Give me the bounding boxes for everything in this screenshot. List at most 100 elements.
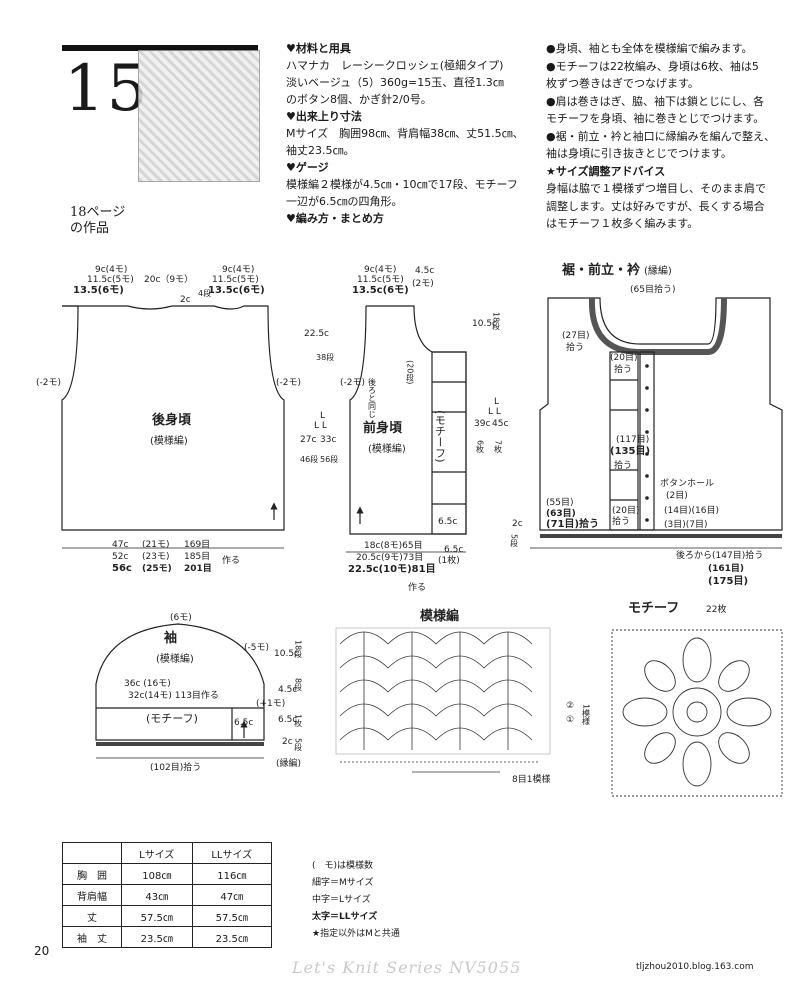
motif-chart: [611, 629, 783, 797]
svg-text:(14目)(16目): (14目)(16目): [664, 505, 719, 516]
svg-text:(6モ): (6モ): [170, 613, 192, 623]
svg-text:45c: 45c: [492, 419, 508, 429]
svg-text:169目: 169目: [184, 539, 210, 550]
svg-text:185目: 185目: [184, 551, 210, 562]
svg-text:(175目): (175目): [708, 575, 748, 587]
svg-text:(71目)拾う: (71目)拾う: [546, 517, 599, 530]
pattern-number: 15: [64, 52, 150, 126]
photo-caption: 18ページ の作品: [70, 205, 126, 236]
svg-text:18c(8モ)65目: 18c(8モ)65目: [364, 540, 423, 551]
svg-text:裾・前立・衿: 裾・前立・衿: [562, 262, 640, 278]
svg-text:46段: 46段: [300, 454, 318, 464]
svg-text:(縁編): (縁編): [276, 757, 301, 769]
svg-text:8段: 8段: [294, 678, 303, 692]
svg-text:20c（9モ）: 20c（9モ）: [144, 274, 193, 285]
svg-text:模様編: 模様編: [420, 608, 459, 624]
svg-text:L L: L L: [488, 407, 501, 417]
svg-text:L: L: [494, 397, 499, 407]
svg-text:2c: 2c: [180, 295, 191, 305]
svg-text:(2モ): (2モ): [412, 279, 434, 289]
svg-text:(模様編): (模様編): [156, 652, 194, 665]
svg-text:(20目): (20目): [612, 505, 639, 516]
legend: ( モ)は模様数 細字＝Mサイズ 中字＝Lサイズ 太字＝LLサイズ ★指定以外は…: [312, 861, 400, 939]
svg-text:38段: 38段: [316, 352, 334, 362]
svg-text:39c: 39c: [474, 419, 490, 429]
svg-text:36c (16モ): 36c (16モ): [124, 679, 171, 689]
svg-text:13.5c(6モ): 13.5c(6モ): [208, 285, 265, 296]
svg-text:22.5c: 22.5c: [304, 329, 329, 339]
svg-text:(135目): (135目): [610, 445, 650, 457]
table-header-cell: [62, 842, 122, 864]
svg-text:(-2モ): (-2モ): [276, 378, 301, 388]
front-body-diagram: [346, 305, 467, 553]
motif-labels: モチーフ 22枚: [628, 601, 726, 616]
table-header-row: Lサイズ LLサイズ: [62, 842, 273, 864]
svg-text:(102目)拾う: (102目)拾う: [150, 761, 201, 773]
svg-text:(-2モ): (-2モ): [36, 378, 61, 388]
svg-text:10.5c: 10.5c: [274, 649, 299, 659]
table-header-cell: Lサイズ: [121, 842, 193, 864]
svg-text:9c(4モ): 9c(4モ): [364, 265, 396, 275]
back-labels: 9c(4モ) 11.5c(5モ) 13.5(6モ) 20c（9モ） 9c(4モ)…: [36, 265, 338, 574]
sleeve-labels: (6モ) 袖 (模様編) (-5モ) 36c (16モ) 32c(14モ) 11…: [124, 613, 303, 773]
svg-text:27c: 27c: [300, 435, 316, 445]
stitch-labels: 模様編 8目1模様 ② ① 1模様: [420, 608, 591, 785]
svg-text:(モチーフ): (モチーフ): [434, 410, 447, 463]
svg-text:袖: 袖: [164, 630, 177, 646]
svg-text:作る: 作る: [222, 554, 240, 566]
svg-text:11.5c(5モ): 11.5c(5モ): [87, 275, 134, 285]
svg-text:56段: 56段: [320, 454, 338, 464]
svg-text:52c: 52c: [112, 552, 128, 562]
svg-text:2c: 2c: [512, 519, 523, 529]
svg-text:47c: 47c: [112, 540, 128, 550]
svg-text:1枚: 1枚: [294, 714, 303, 728]
svg-text:拾う: 拾う: [566, 341, 584, 353]
svg-text:6.5c: 6.5c: [278, 715, 297, 725]
svg-text:(20段): (20段): [406, 360, 415, 384]
svg-text:後身頃: 後身頃: [152, 412, 192, 428]
svg-text:拾う: 拾う: [612, 515, 630, 527]
svg-text:(縁編): (縁編): [644, 264, 672, 277]
svg-text:(25モ): (25モ): [142, 564, 172, 574]
svg-text:L: L: [320, 411, 325, 421]
instructions-block: ●身頃、袖とも全体を模様編で編みます。 ●モチーフは22枚編み、身頃は6枚、袖は…: [546, 42, 776, 230]
front-labels: 9c(4モ) 11.5c(5モ) 13.5c(6モ) 4.5c (2モ) (-2…: [340, 265, 508, 593]
svg-text:6.5c: 6.5c: [444, 545, 463, 555]
svg-text:11.5c(5モ): 11.5c(5モ): [357, 275, 404, 285]
svg-text:6枚: 6枚: [476, 440, 485, 454]
button-holes: [645, 364, 649, 522]
svg-text:(117目): (117目): [616, 434, 649, 445]
svg-text:13.5(6モ): 13.5(6モ): [73, 285, 124, 296]
materials-block: ♥材料と用具 ハマナカ レーシークロッシェ(極細タイプ) 淡いベージュ（5）36…: [286, 42, 524, 225]
svg-text:(161目): (161目): [708, 563, 744, 574]
svg-text:6.5c: 6.5c: [438, 517, 457, 527]
svg-text:22枚: 22枚: [706, 603, 726, 615]
page-number: 20: [34, 944, 50, 958]
svg-text:(1枚): (1枚): [438, 554, 460, 566]
svg-text:18段: 18段: [294, 640, 303, 659]
svg-text:(65目拾う): (65目拾う): [630, 283, 675, 295]
svg-text:1模様: 1模様: [582, 704, 591, 725]
svg-text:(模様編): (模様編): [150, 434, 188, 447]
svg-text:5段: 5段: [510, 534, 519, 548]
svg-text:②: ②: [566, 701, 574, 711]
photo-thumbnail: [138, 50, 260, 182]
svg-text:(モチーフ): (モチーフ): [146, 712, 198, 725]
svg-text:L L: L L: [314, 421, 327, 431]
svg-text:6.5c: 6.5c: [234, 718, 253, 728]
svg-text:(2目): (2目): [666, 490, 688, 501]
edging-diagram: [530, 297, 783, 549]
svg-text:(20目): (20目): [610, 352, 637, 363]
series-title: Let's Knit Series NV5055: [292, 958, 522, 977]
svg-text:①: ①: [566, 715, 574, 725]
svg-text:(27目): (27目): [562, 330, 589, 341]
svg-text:7枚: 7枚: [494, 440, 503, 454]
svg-text:(23モ): (23モ): [142, 552, 169, 562]
stitch-chart: [335, 627, 551, 773]
sleeve-diagram: [95, 623, 265, 759]
svg-text:4.5c: 4.5c: [415, 266, 434, 276]
svg-text:4段: 4段: [198, 288, 211, 298]
